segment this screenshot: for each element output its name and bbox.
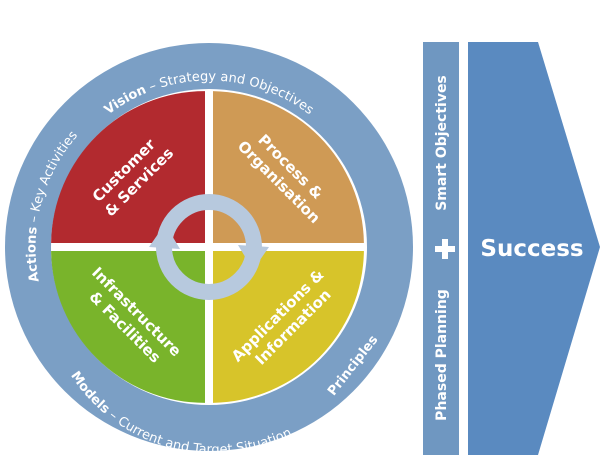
success-label: Success [480, 236, 583, 262]
smart-objectives-label: Smart Objectives [434, 75, 450, 211]
quadrant-customer-services [51, 91, 205, 243]
cycle-arrows-icon [149, 194, 269, 300]
actions-title: Actions [24, 226, 42, 283]
quadrant-infrastructure-facilities [51, 251, 205, 403]
phased-planning-label: Phased Planning [434, 289, 450, 421]
quadrant-process-organisation [213, 91, 364, 243]
success-arrow [468, 42, 600, 455]
quadrant-applications-information [213, 251, 364, 403]
plus-icon [435, 239, 455, 259]
